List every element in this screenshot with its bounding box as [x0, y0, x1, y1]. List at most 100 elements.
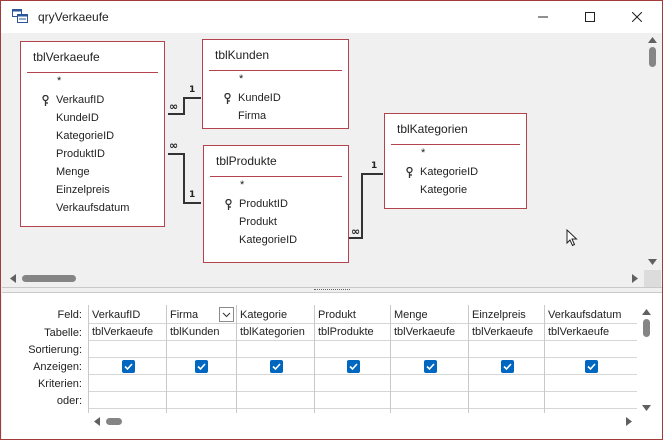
relation-many-label: ∞	[169, 100, 179, 113]
chevron-down-icon	[222, 312, 231, 318]
checkmark-icon	[426, 363, 435, 371]
grid-column[interactable]: Produkt tblProdukte	[315, 305, 391, 413]
scroll-down-icon	[642, 405, 651, 411]
minimize-icon	[538, 16, 548, 18]
grid-horizontal-scrollbar[interactable]	[88, 413, 638, 430]
design-horizontal-scrollbar[interactable]	[2, 270, 644, 287]
field-produktid[interactable]: ProduktID	[56, 148, 105, 160]
relation-one-label: 1	[189, 85, 196, 95]
field-kundeid[interactable]: KundeID	[238, 92, 281, 104]
table-title: tblKunden	[215, 48, 270, 62]
query-design-grid[interactable]: VerkaufID tblVerkaeufe Firma tblKunden K…	[88, 305, 637, 413]
table-divider	[209, 70, 342, 71]
show-checkbox[interactable]	[347, 360, 360, 373]
table-divider	[391, 144, 520, 145]
table-tblprodukte[interactable]: tblProdukte * ProduktID Produkt Kategori…	[203, 145, 349, 263]
horizontal-scroll-thumb[interactable]	[106, 418, 122, 425]
field-kategorieid[interactable]: KategorieID	[56, 130, 115, 142]
relation-one-label: 1	[189, 190, 196, 200]
grid-column[interactable]: Firma tblKunden	[167, 305, 237, 413]
relation-one-label: 1	[371, 161, 378, 171]
table-cell[interactable]: tblVerkaeufe	[548, 326, 610, 338]
field-all[interactable]: *	[240, 179, 245, 191]
field-dropdown-button[interactable]	[219, 307, 234, 322]
grid-column[interactable]: Kategorie tblKategorien	[237, 305, 315, 413]
row-label-table: Tabelle:	[44, 327, 82, 339]
table-cell[interactable]: tblProdukte	[318, 326, 374, 338]
table-divider	[210, 176, 342, 177]
row-label-field: Feld:	[57, 309, 82, 321]
field-kategorieid[interactable]: KategorieID	[420, 166, 479, 178]
table-cell[interactable]: tblKunden	[170, 326, 220, 338]
checkmark-icon	[272, 363, 281, 371]
field-verkaufsdatum[interactable]: Verkaufsdatum	[56, 202, 130, 214]
field-verkaufid[interactable]: VerkaufID	[56, 94, 105, 106]
maximize-button[interactable]	[567, 1, 613, 33]
query-grid-pane[interactable]: Feld: Tabelle: Sortierung: Anzeigen: Kri…	[2, 293, 662, 439]
grid-column[interactable]: Verkaufsdatum tblVerkaeufe	[545, 305, 637, 413]
scroll-left-icon	[94, 417, 100, 426]
table-cell[interactable]: tblVerkaeufe	[92, 326, 154, 338]
field-kategorie[interactable]: Kategorie	[420, 184, 468, 196]
field-cell[interactable]: Einzelpreis	[472, 309, 526, 321]
field-cell[interactable]: Firma	[170, 309, 199, 321]
row-label-sort: Sortierung:	[28, 344, 82, 356]
close-button[interactable]	[614, 1, 660, 33]
field-cell[interactable]: Kategorie	[240, 309, 288, 321]
field-cell[interactable]: Produkt	[318, 309, 356, 321]
field-all[interactable]: *	[57, 75, 62, 87]
show-checkbox[interactable]	[501, 360, 514, 373]
checkmark-icon	[503, 363, 512, 371]
field-einzelpreis[interactable]: Einzelpreis	[56, 184, 110, 196]
show-checkbox[interactable]	[122, 360, 135, 373]
title-bar[interactable]: qryVerkaeufe	[1, 1, 662, 33]
field-cell[interactable]: Menge	[394, 309, 428, 321]
checkmark-icon	[124, 363, 133, 371]
primary-key-icon	[42, 95, 49, 106]
field-cell[interactable]: Verkaufsdatum	[548, 309, 622, 321]
show-checkbox[interactable]	[270, 360, 283, 373]
scroll-up-icon	[648, 37, 657, 43]
vertical-scroll-thumb[interactable]	[643, 319, 650, 337]
splitter-grip	[314, 289, 350, 291]
mouse-cursor-icon	[566, 229, 578, 247]
pane-splitter[interactable]	[2, 287, 662, 293]
table-cell[interactable]: tblVerkaeufe	[394, 326, 456, 338]
primary-key-icon	[406, 167, 413, 178]
row-label-show: Anzeigen:	[33, 361, 82, 373]
field-menge[interactable]: Menge	[56, 166, 90, 178]
field-cell[interactable]: VerkaufID	[92, 309, 141, 321]
scrollbar-corner	[644, 270, 661, 287]
vertical-scroll-thumb[interactable]	[649, 47, 656, 67]
field-produkt[interactable]: Produkt	[239, 216, 277, 228]
primary-key-icon	[225, 199, 232, 210]
grid-vertical-scrollbar[interactable]	[638, 305, 655, 417]
grid-column[interactable]: Menge tblVerkaeufe	[391, 305, 469, 413]
show-checkbox[interactable]	[585, 360, 598, 373]
table-tblkunden[interactable]: tblKunden * KundeID Firma	[202, 39, 349, 129]
table-cell[interactable]: tblKategorien	[240, 326, 305, 338]
table-cell[interactable]: tblVerkaeufe	[472, 326, 534, 338]
table-tblkategorien[interactable]: tblKategorien * KategorieID Kategorie	[384, 113, 527, 209]
scroll-left-icon	[10, 274, 16, 283]
show-checkbox[interactable]	[424, 360, 437, 373]
table-title: tblKategorien	[397, 122, 468, 136]
show-checkbox[interactable]	[195, 360, 208, 373]
field-all[interactable]: *	[239, 73, 244, 85]
row-label-or: oder:	[56, 395, 82, 407]
horizontal-scroll-thumb[interactable]	[22, 275, 76, 282]
field-kundeid[interactable]: KundeID	[56, 112, 99, 124]
field-kategorieid[interactable]: KategorieID	[239, 234, 298, 246]
minimize-button[interactable]	[520, 1, 566, 33]
design-vertical-scrollbar[interactable]	[644, 33, 661, 287]
table-title: tblVerkaeufe	[33, 50, 100, 64]
field-produktid[interactable]: ProduktID	[239, 198, 288, 210]
field-all[interactable]: *	[421, 147, 426, 159]
table-design-pane[interactable]: ∞ 1 ∞ 1 ∞ 1 tblVerkaeufe * VerkaufID Kun…	[2, 33, 662, 287]
field-firma[interactable]: Firma	[238, 110, 267, 122]
scroll-down-icon	[648, 259, 657, 265]
grid-column[interactable]: VerkaufID tblVerkaeufe	[89, 305, 167, 413]
table-tblverkaeufe[interactable]: tblVerkaeufe * VerkaufID KundeID Kategor…	[20, 41, 165, 227]
grid-column[interactable]: Einzelpreis tblVerkaeufe	[469, 305, 545, 413]
